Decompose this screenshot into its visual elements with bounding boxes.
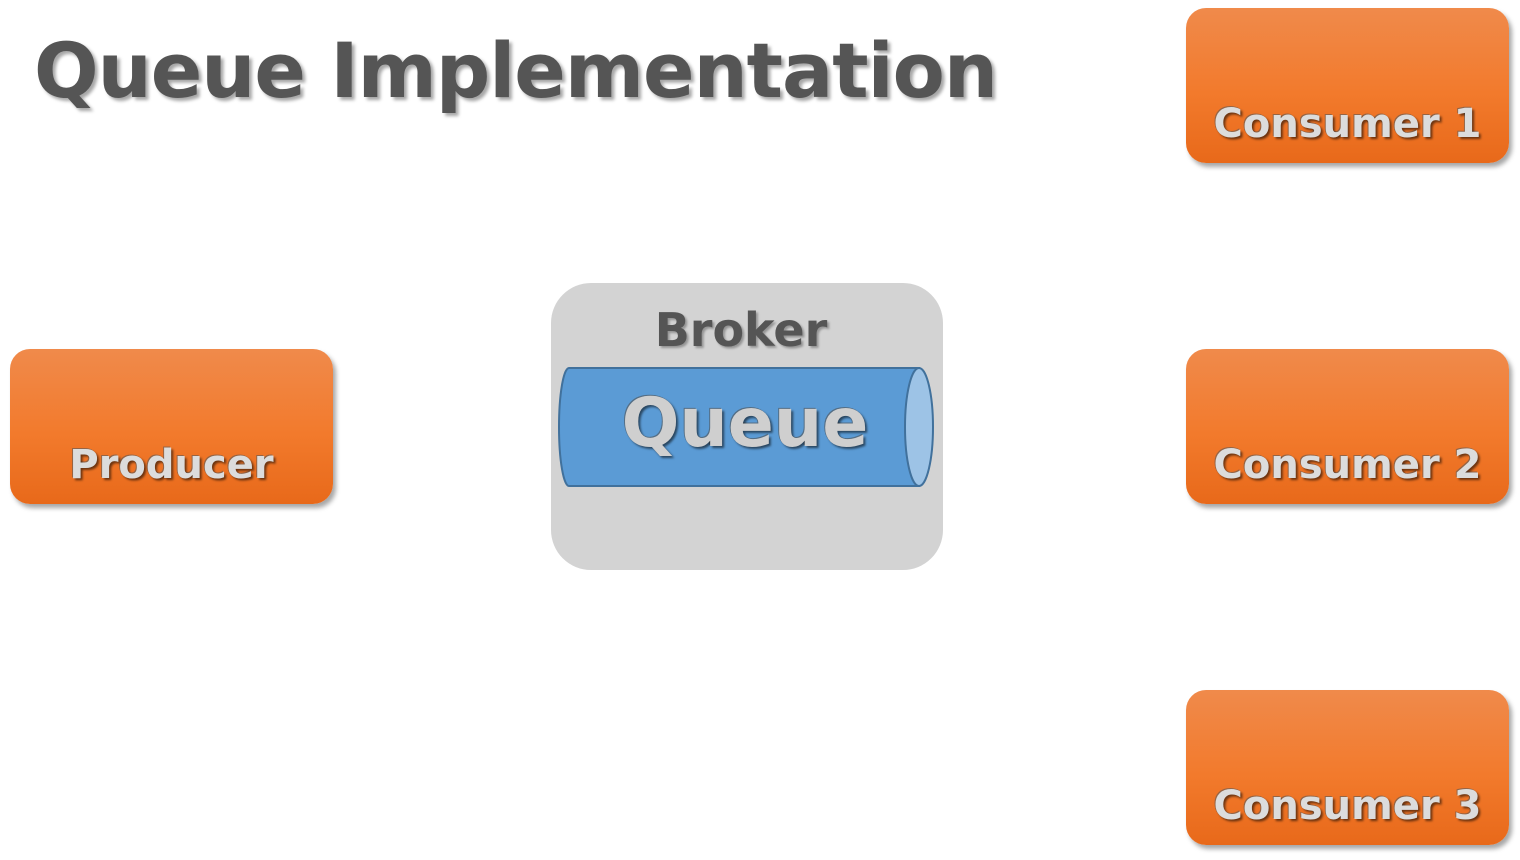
broker-label: Broker (654, 303, 828, 357)
consumer-box-1: Consumer 1 (1186, 8, 1509, 163)
queue-label: Queue (621, 384, 869, 463)
consumer-label-2: Consumer 2 (1213, 442, 1482, 488)
consumer-label-3: Consumer 3 (1213, 783, 1482, 829)
consumer-box-3: Consumer 3 (1186, 690, 1509, 845)
consumer-box-2: Consumer 2 (1186, 349, 1509, 504)
diagram-title: Queue Implementation (34, 26, 998, 115)
consumer-label-1: Consumer 1 (1213, 101, 1482, 147)
producer-box: Producer (10, 349, 333, 504)
producer-label: Producer (69, 442, 274, 488)
queue-cylinder-end (904, 367, 934, 487)
queue-cylinder (558, 367, 934, 487)
queue-cylinder-body (558, 367, 920, 487)
